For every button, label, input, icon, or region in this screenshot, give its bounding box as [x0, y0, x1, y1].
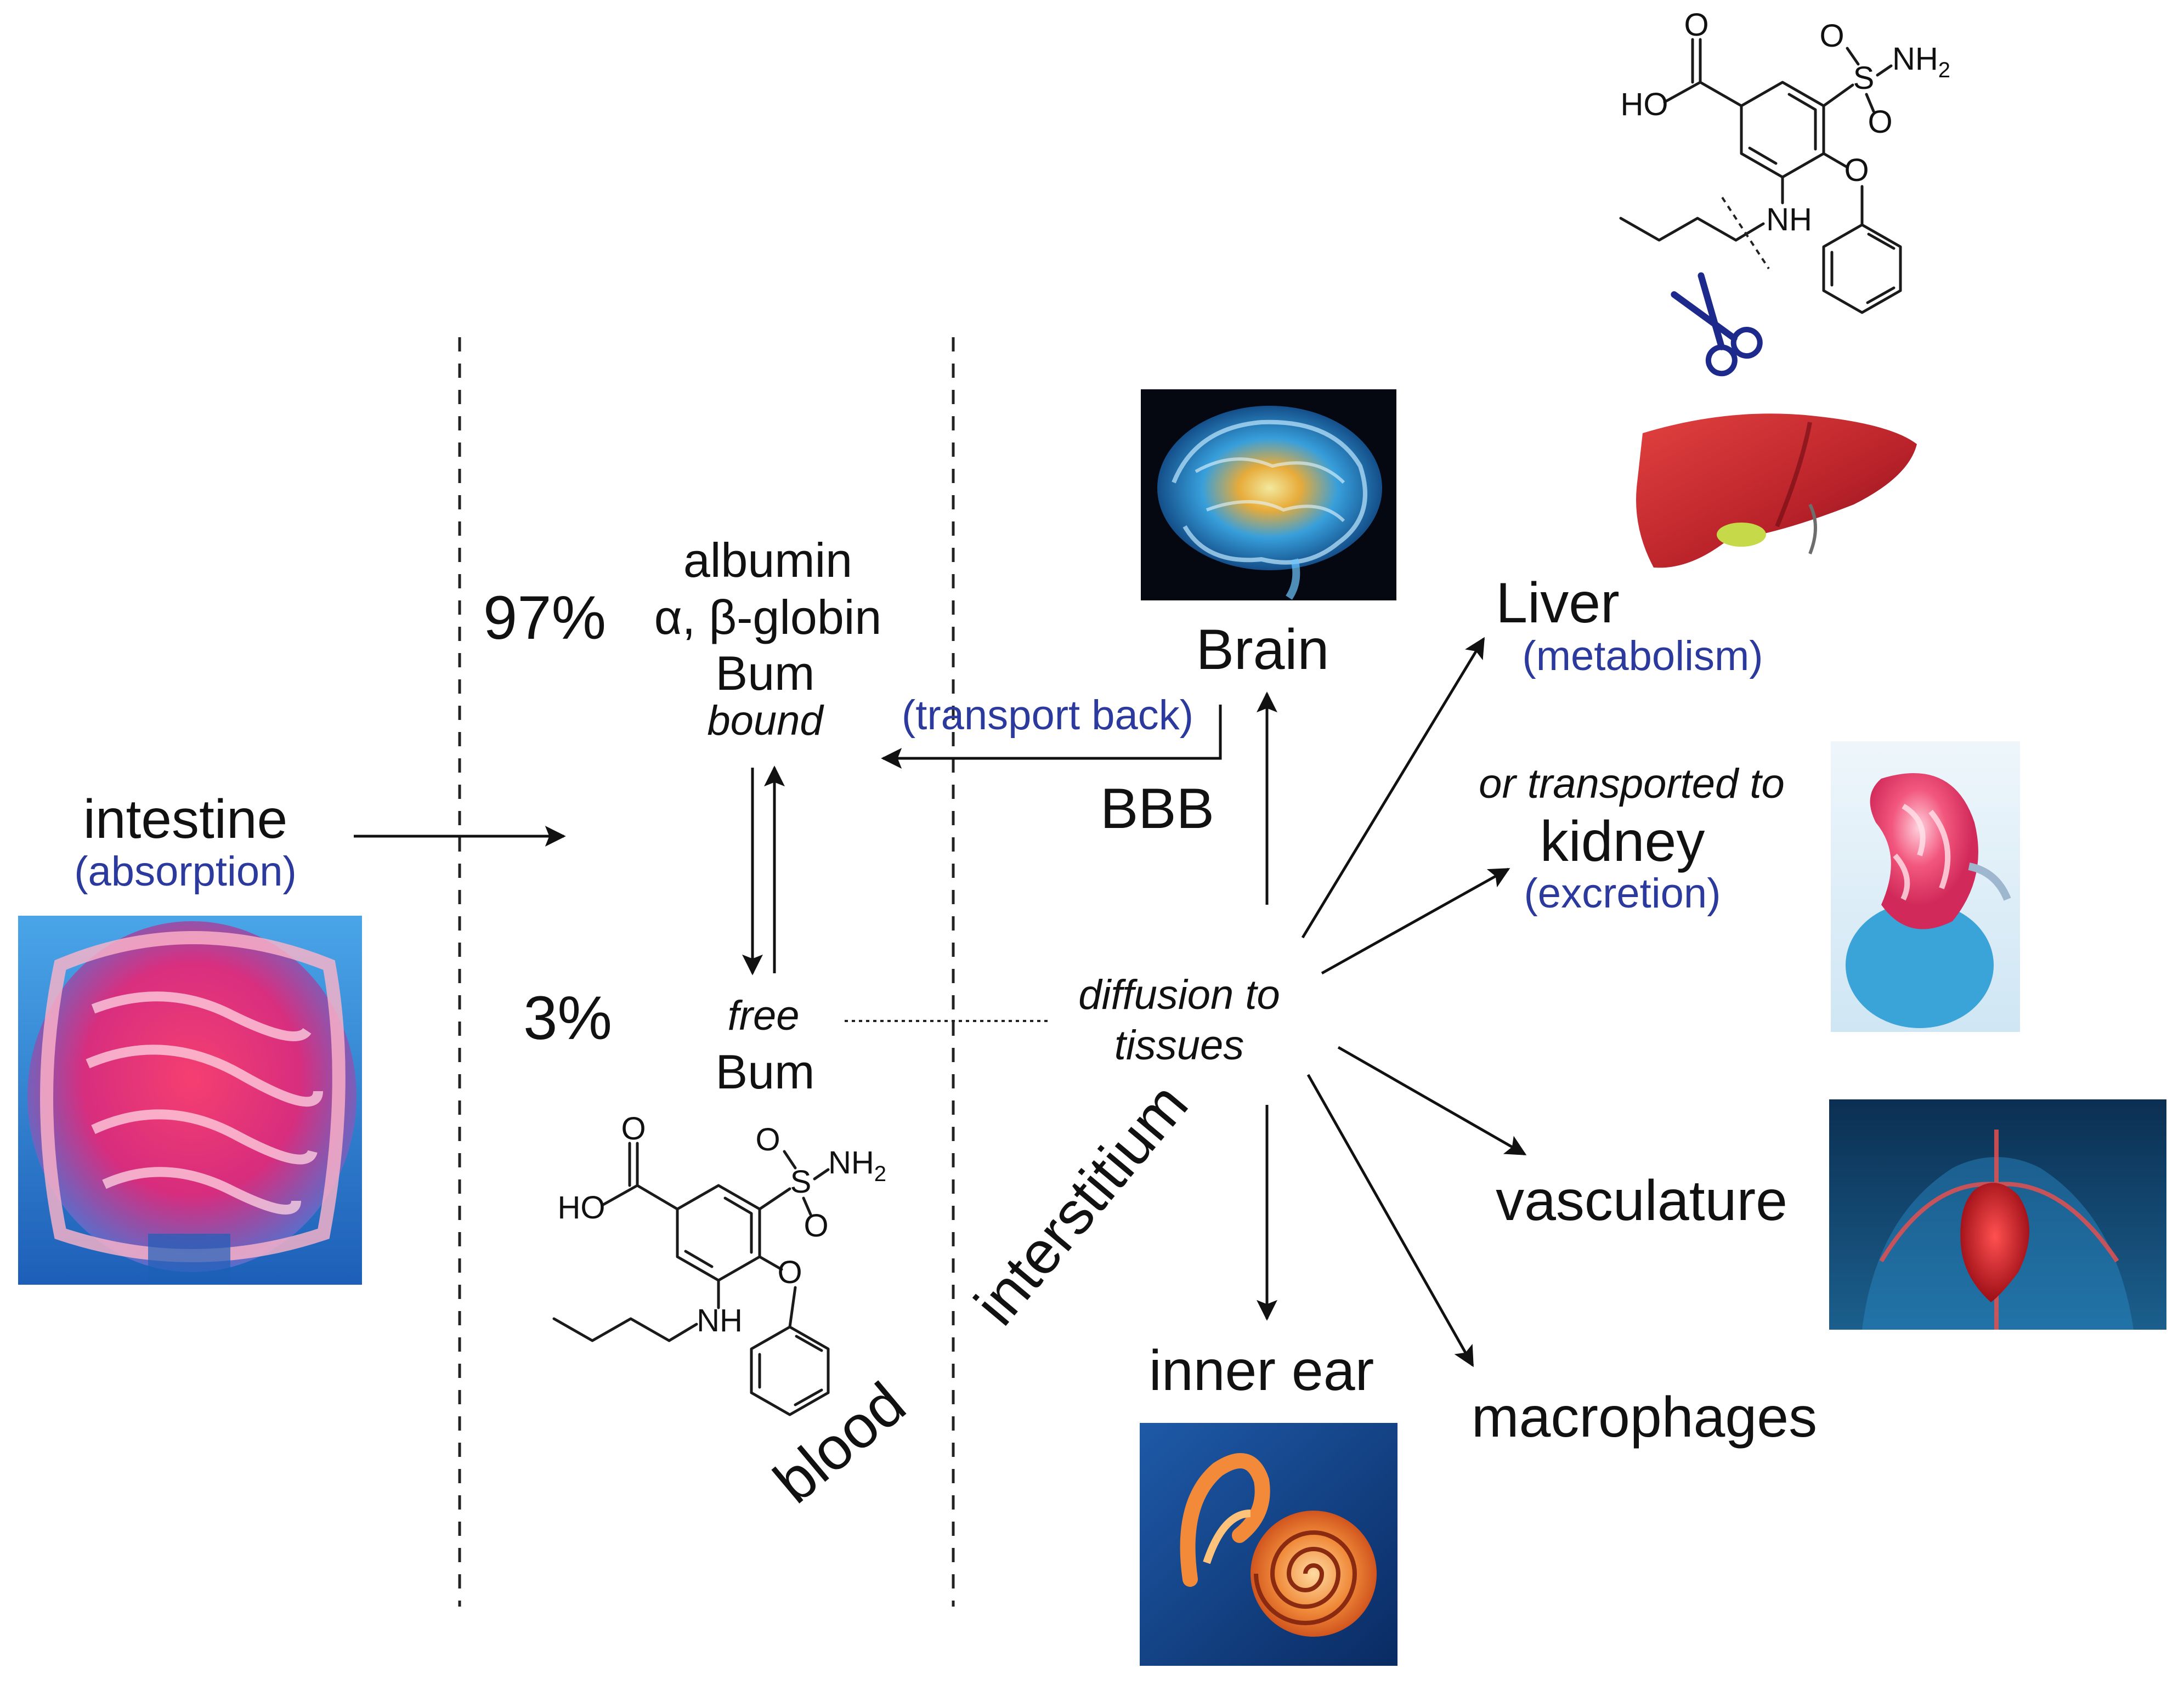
vasculature-illustration — [1829, 1099, 2166, 1330]
free-label: free — [728, 992, 800, 1039]
intestine-label: intestine — [83, 788, 287, 850]
chem-nh2-liver: NH2 — [1892, 41, 1950, 82]
inner-ear-label: inner ear — [1149, 1339, 1374, 1403]
bumetanide-bound-label: Bum — [716, 646, 815, 700]
chem-o-ether-liver: O — [1844, 152, 1869, 188]
chem-o-sulfonyl-liver-1: O — [1819, 18, 1844, 54]
transport-back-label: (transport back) — [902, 692, 1193, 739]
liver-illustration — [1636, 413, 1917, 568]
bound-label: bound — [707, 697, 824, 744]
bumetanide-free-label: Bum — [716, 1045, 815, 1099]
intestine-illustration — [18, 916, 362, 1285]
chem-nh: NH — [697, 1303, 743, 1338]
diffusion-label-line2: tissues — [1114, 1022, 1244, 1069]
chem-s-liver: S — [1853, 60, 1875, 96]
cleavage-dashed-line — [1721, 196, 1770, 270]
absorption-label: (absorption) — [74, 848, 297, 895]
chem-ho: HO — [558, 1190, 606, 1226]
chem-o-ether: O — [777, 1255, 802, 1290]
globin-label: α, β-globin — [654, 590, 882, 644]
albumin-label: albumin — [683, 533, 852, 587]
arrow-to-kidney — [1321, 867, 1510, 975]
excretion-label: (excretion) — [1524, 870, 1721, 917]
macrophages-label: macrophages — [1472, 1386, 1817, 1449]
bound-percentage: 97% — [483, 583, 606, 652]
metabolism-label: (metabolism) — [1522, 633, 1763, 679]
brain-label: Brain — [1196, 618, 1329, 682]
kidney-label: kidney — [1540, 810, 1705, 873]
bbb-label: BBB — [1100, 777, 1214, 841]
chem-s: S — [790, 1164, 812, 1200]
chem-nh2: NH2 — [828, 1145, 886, 1186]
interstitium-label: interstitium — [961, 1071, 1201, 1337]
liver-label: Liver — [1496, 571, 1619, 635]
arrow-to-macrophages — [1306, 1074, 1474, 1368]
arrow-to-liver — [1301, 637, 1485, 939]
kidney-illustration — [1831, 741, 2020, 1032]
or-transported-label: or transported to — [1479, 761, 1785, 807]
transport-back-arrow — [881, 705, 1222, 769]
vasculature-label: vasculature — [1496, 1169, 1787, 1233]
blood-label: blood — [761, 1370, 918, 1516]
chem-nh-liver: NH — [1766, 202, 1812, 237]
brain-illustration — [1141, 389, 1396, 600]
chem-ho-liver: HO — [1621, 87, 1668, 122]
scissors-icon — [1671, 272, 1763, 377]
arrow-to-vasculature — [1337, 1046, 1527, 1156]
chem-o-carbonyl-liver: O — [1684, 7, 1708, 43]
chem-o-sulfonyl-1: O — [755, 1122, 780, 1158]
bumetanide-structure-liver: O HO S O O NH2 O NH — [1619, 7, 1950, 314]
chem-o-sulfonyl-liver-2: O — [1868, 104, 1892, 140]
inner-ear-illustration — [1140, 1423, 1397, 1666]
bumetanide-structure-blood: O HO S O O NH2 O NH — [552, 1111, 886, 1416]
chem-o-sulfonyl-2: O — [804, 1208, 828, 1244]
free-percentage: 3% — [523, 984, 612, 1052]
chem-o-carbonyl: O — [621, 1111, 646, 1147]
diffusion-label-line1: diffusion to — [1078, 972, 1280, 1018]
